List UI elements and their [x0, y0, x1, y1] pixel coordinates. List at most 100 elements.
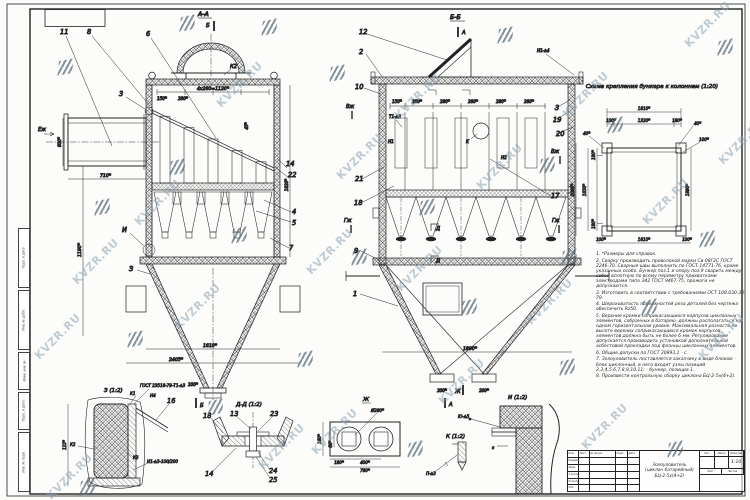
note-7: 7. Золоуловитель поставляется заказчику … — [596, 357, 737, 373]
margin-label: Взам. инв. № — [22, 360, 27, 382]
product-name-line3: БЦ-2-5х(4+2) — [654, 473, 685, 479]
dim-1610: 1610* — [203, 343, 218, 349]
dim-160: 160* — [317, 434, 322, 444]
callout-5: 5 — [292, 219, 296, 227]
dim-180d: 180* — [591, 219, 596, 229]
callout-Z: З — [129, 265, 134, 273]
tb-sheets-label: Листов — [721, 469, 745, 475]
cut-mark-b: Б — [206, 23, 210, 29]
callout-11: 11 — [60, 28, 68, 36]
note-8: 8. Произвести контрольную сборку циклона… — [596, 374, 736, 380]
tb-role-nkontr: Н.контр. — [568, 478, 579, 486]
tb-role-razrab: Разраб. — [568, 457, 579, 465]
callout-6: 6 — [146, 30, 150, 38]
view-j-title: Ж — [362, 397, 370, 403]
tb-col-podp: Подп. — [616, 451, 628, 458]
tb-lit-label: Лит. — [699, 451, 715, 457]
dim-200-right: 200* — [479, 388, 489, 393]
dim-180c: 180* — [591, 150, 596, 160]
tb-sheet-label: Лист — [699, 469, 722, 475]
callout-10: 10 — [355, 83, 363, 91]
cut-mark-b-bottom: Б — [200, 403, 204, 409]
weld-k: К — [466, 139, 470, 144]
note-3: 3. Изготовить в соответствии с требовани… — [596, 290, 746, 301]
section-title: А-А — [197, 11, 209, 18]
dim-1650: 1650* — [582, 184, 587, 196]
dim-top: 4x280=1120* — [197, 86, 230, 92]
margin-label: Подп. и дата — [22, 247, 27, 269]
view-j: Ж Ø280* 160* 80* 180* 400* 760* — [317, 397, 401, 473]
dim-280-4: 280* — [496, 99, 506, 104]
scheme-title: Схема крепления бункера к колоннам (1:20… — [586, 84, 718, 90]
weld-k3: К3 — [133, 455, 139, 460]
tb-col-list: Лист — [579, 451, 590, 458]
cut-mark-a-top: А — [461, 30, 466, 36]
roof-brace — [420, 37, 481, 79]
title-block-name: Золоуловитель (циклон батарейный) БЦ-2-5… — [640, 451, 700, 491]
callout-18: 18 — [203, 412, 211, 420]
dim-45: 45* — [244, 122, 249, 129]
sheet-frame — [6, 3, 746, 497]
weld-t1d3: Т1-∆3 — [389, 114, 401, 119]
weld-n1d4: Н1-∆4 — [537, 48, 550, 53]
note-6: 6. Общие допуски по ГОСТ 30893.1 - с. — [596, 350, 688, 356]
hopper — [125, 263, 301, 400]
detail-z: З (1:2) ГОСТ 23518-79-Т1-∆3 К1 Н4 16 К2 … — [62, 383, 186, 489]
cut-mark-j: Ж — [454, 389, 461, 395]
technical-notes: 1. *Размеры для справок. 2. Сварку произ… — [596, 252, 746, 381]
margin-box-5: Инв. № подл. — [18, 432, 30, 492]
callout-3: 3 — [555, 104, 559, 112]
margin-box-1: Подп. и дата — [18, 228, 30, 288]
weld-yud5: Ю-∆5 — [458, 414, 470, 419]
callout-18: 18 — [354, 199, 362, 207]
dim-200-left: 200* — [437, 388, 447, 393]
view-vzh-left: Вж — [346, 104, 355, 110]
dim-2405: 2405* — [169, 357, 184, 363]
detail-z-leaders — [67, 388, 170, 486]
weld-gost: ГОСТ 23518-79-Т1-∆3 — [140, 383, 186, 388]
callout-13: 13 — [230, 410, 238, 418]
callout-23: 23 — [270, 410, 278, 418]
sc ale-value: 1:10 — [729, 457, 745, 469]
view-arrow-ezh: Еж — [38, 127, 46, 133]
tb-col-izm: Изм. — [568, 451, 579, 458]
note-2: 2. Сварку производить проволокой марки С… — [596, 258, 742, 289]
hopper — [345, 264, 610, 383]
callout-8: 8 — [87, 28, 91, 36]
detail-k: К (1:2) П-∆3 — [426, 434, 467, 476]
view-j-dim-lines — [322, 422, 400, 468]
dim-1820: 1820* — [284, 179, 289, 191]
dim-280: 280* — [178, 96, 188, 101]
weld-n1: Н1 — [388, 139, 394, 144]
callout-17: 17 — [551, 192, 560, 200]
view-vzh-right: Вж — [551, 149, 560, 155]
title-block-right: Лит. Масса Масштаб 1:10 Лист Листов — [699, 451, 745, 491]
tb-role-tkontr: Т.контр. — [568, 471, 579, 479]
weld-pd3: П-∆3 — [426, 471, 436, 476]
callout-19: 19 — [553, 116, 561, 124]
dim-760: 760* — [360, 468, 370, 473]
dim-1810: 1810* — [638, 106, 650, 111]
callout-2: 2 — [359, 48, 363, 56]
cut-mark-a-bottom: А — [448, 402, 453, 408]
margin-label: Инв. № подл. — [22, 451, 26, 473]
dim-40a: 40* — [694, 121, 701, 126]
note-5: 5. Верхние кромки соприкасающихся корпус… — [596, 313, 742, 350]
margin-box-4: Подп. и дата — [18, 392, 30, 430]
margin-box-3: Взам. инв. № — [18, 352, 30, 390]
tb-mass-label: Масса — [714, 451, 730, 457]
element-cones — [385, 196, 567, 256]
callout-7: 7 — [289, 244, 294, 252]
dim-600: 600* — [57, 137, 62, 147]
tb-role-prov: Пров. — [568, 464, 579, 472]
product-name-line1: Золоуловитель — [652, 462, 687, 468]
weld-n1-100-200: Н1-∆3-100/200 — [147, 459, 178, 464]
detail-z-title: З (1:2) — [104, 388, 123, 394]
casing — [139, 71, 287, 265]
weld-n4: Н4 — [150, 393, 156, 398]
scheme-view: Схема крепления бункера к колоннам (1:20… — [570, 84, 718, 244]
left-view-dimensions — [62, 85, 300, 364]
dim-100a: 100* — [699, 137, 709, 142]
